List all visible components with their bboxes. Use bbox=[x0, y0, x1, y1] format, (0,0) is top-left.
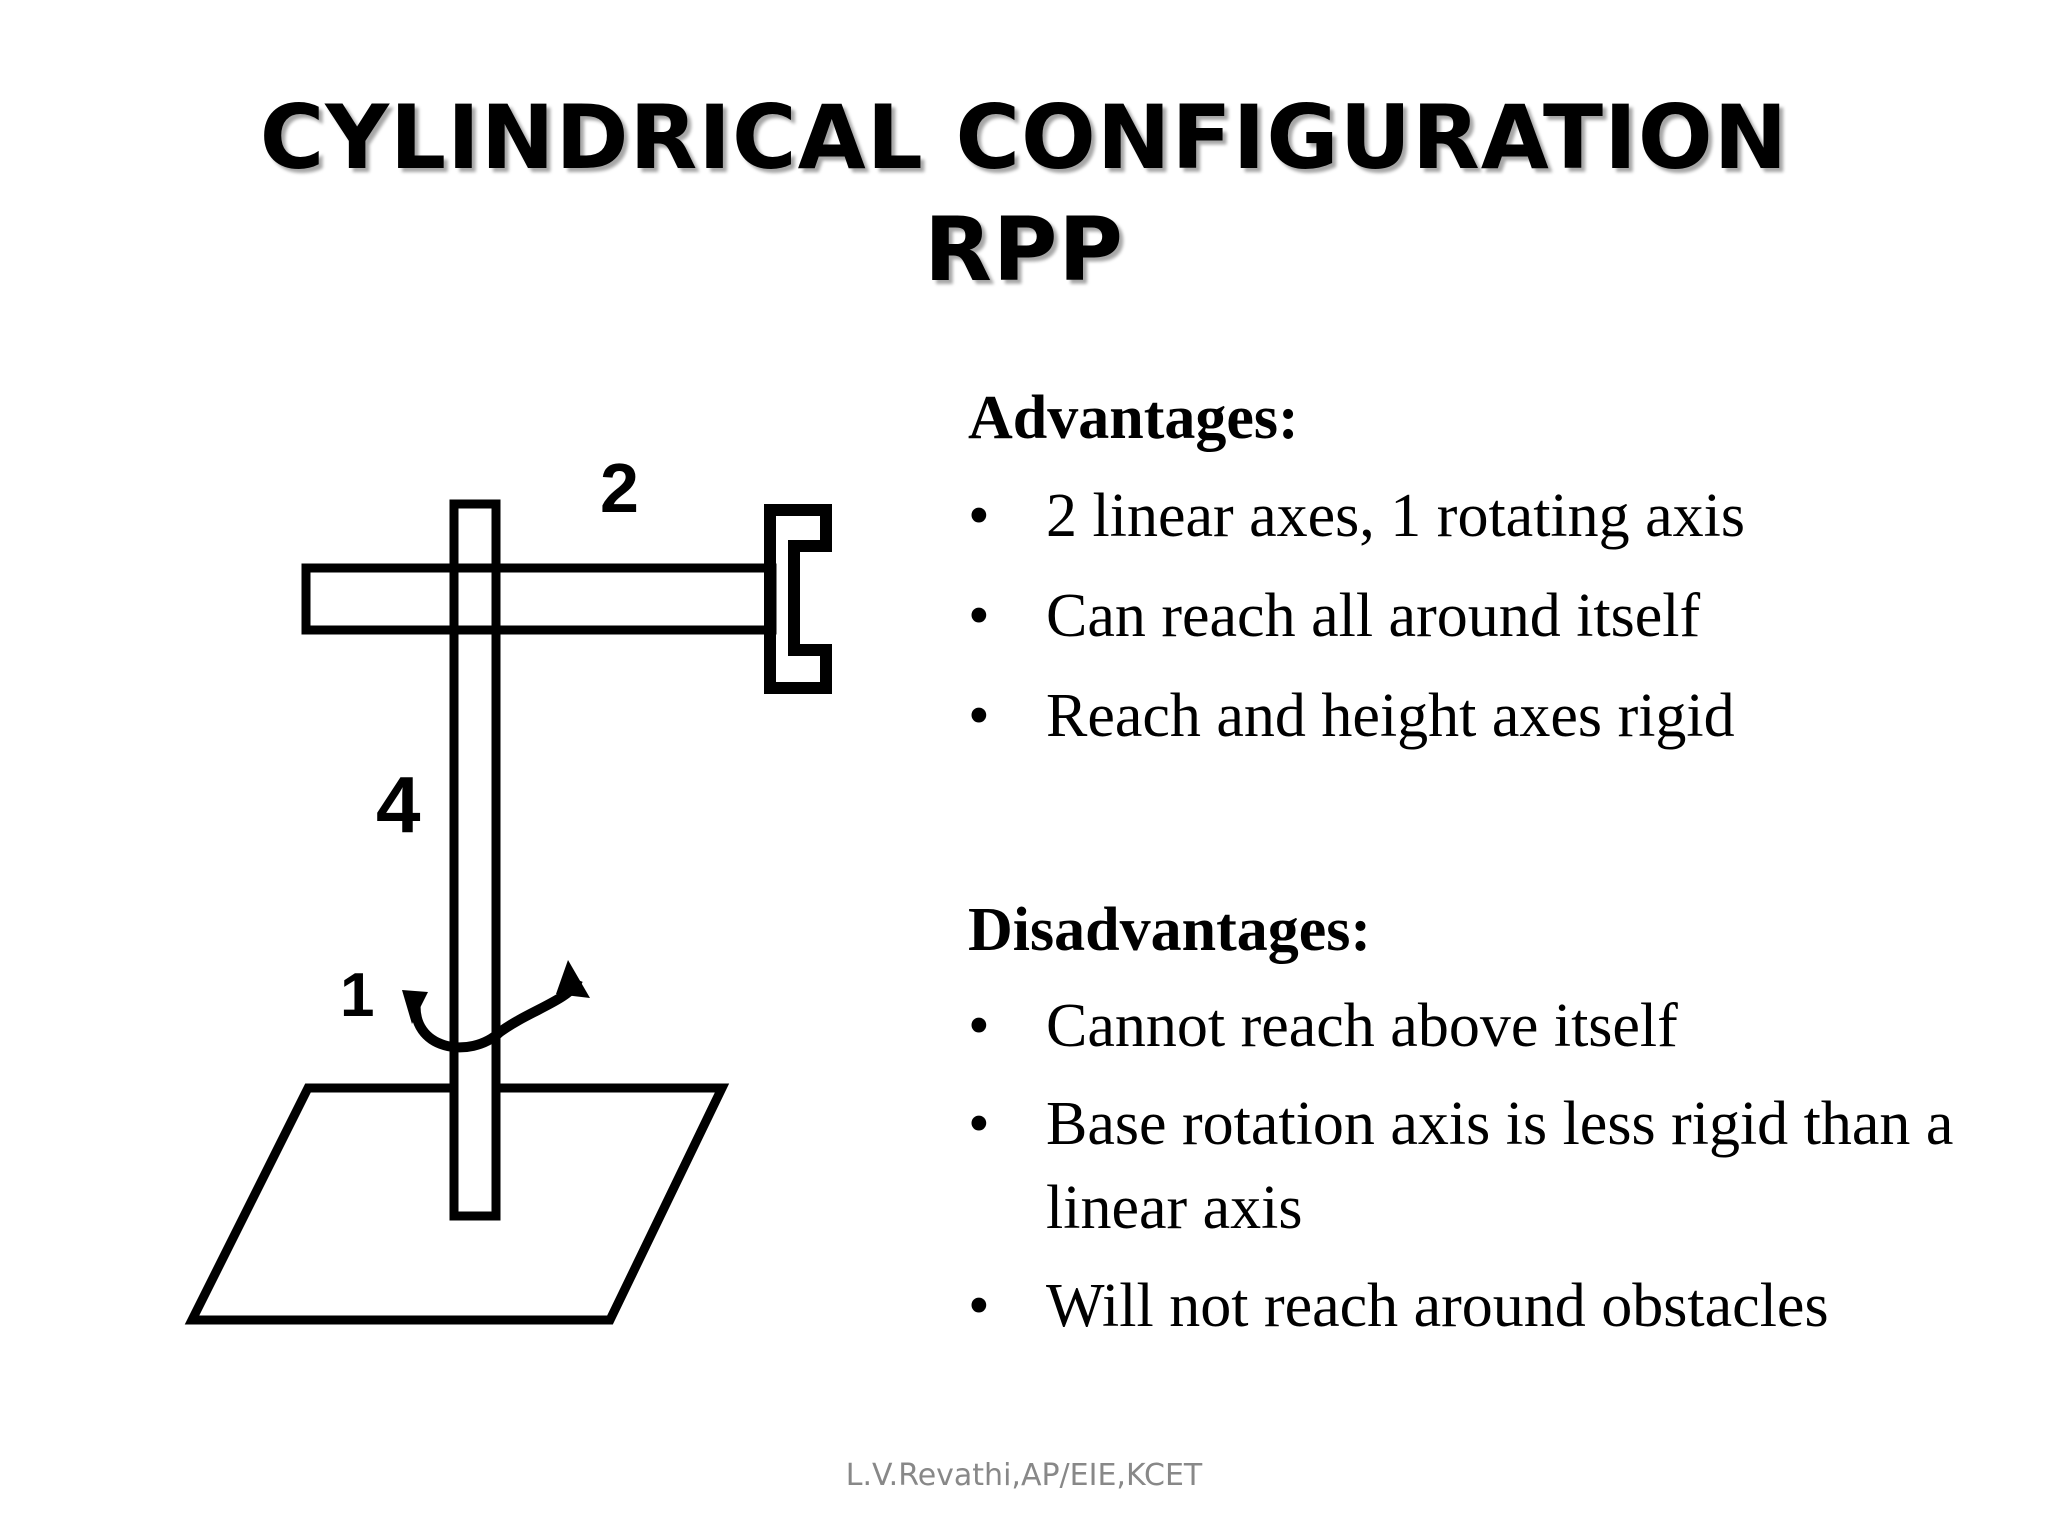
list-item-text: Can reach all around itself bbox=[1046, 582, 1701, 650]
list-item: • Cannot reach above itself bbox=[968, 984, 2028, 1068]
horizontal-arm bbox=[301, 563, 777, 635]
slide-title-line-2: RPP bbox=[924, 198, 1124, 301]
list-item-text: 2 linear axes, 1 rotating axis bbox=[1046, 482, 1746, 550]
base-plate bbox=[184, 1083, 730, 1325]
rotation-arrow bbox=[410, 977, 583, 1053]
bullet-icon: • bbox=[968, 682, 990, 750]
disadvantages-list: • Cannot reach above itself • Base rotatio… bbox=[968, 984, 2028, 1348]
slide-content: Advantages: • 2 linear axes, 1 rotating a… bbox=[968, 378, 2028, 1348]
advantages-list: • 2 linear axes, 1 rotating axis • Can rea… bbox=[968, 474, 2028, 758]
cylindrical-robot-diagram: 2 4 1 bbox=[184, 449, 832, 1325]
disadvantages-heading: Disadvantages: bbox=[968, 896, 1372, 964]
list-item-text: Base rotation axis is less rigid than a … bbox=[1046, 1090, 1954, 1242]
list-item: • Can reach all around itself bbox=[968, 574, 2028, 658]
gripper bbox=[764, 504, 832, 694]
list-item: • Base rotation axis is less rigid than a… bbox=[968, 1082, 2028, 1250]
advantages-heading: Advantages: bbox=[968, 384, 1299, 452]
bullet-icon: • bbox=[968, 1272, 990, 1340]
list-item: • 2 linear axes, 1 rotating axis bbox=[968, 474, 2028, 558]
list-item: • Will not reach around obstacles bbox=[968, 1264, 2028, 1348]
bullet-icon: • bbox=[968, 482, 990, 550]
slide-title-line-1: CYLINDRICAL CONFIGURATION bbox=[259, 86, 1789, 189]
bullet-icon: • bbox=[968, 582, 990, 650]
bullet-icon: • bbox=[968, 1090, 990, 1158]
joint-label-1: 1 bbox=[340, 961, 374, 1030]
bullet-icon: • bbox=[968, 992, 990, 1060]
list-item-text: Reach and height axes rigid bbox=[1046, 682, 1735, 750]
joint-label-2: 2 bbox=[600, 449, 639, 527]
list-item: • Reach and height axes rigid bbox=[968, 674, 2028, 758]
list-item-text: Cannot reach above itself bbox=[1046, 992, 1678, 1060]
slide-title: CYLINDRICAL CONFIGURATION RPP bbox=[0, 82, 2048, 306]
joint-label-4: 4 bbox=[376, 760, 421, 849]
list-item-text: Will not reach around obstacles bbox=[1046, 1272, 1829, 1340]
footer-author: L.V.Revathi,AP/EIE,KCET bbox=[845, 1458, 1203, 1493]
